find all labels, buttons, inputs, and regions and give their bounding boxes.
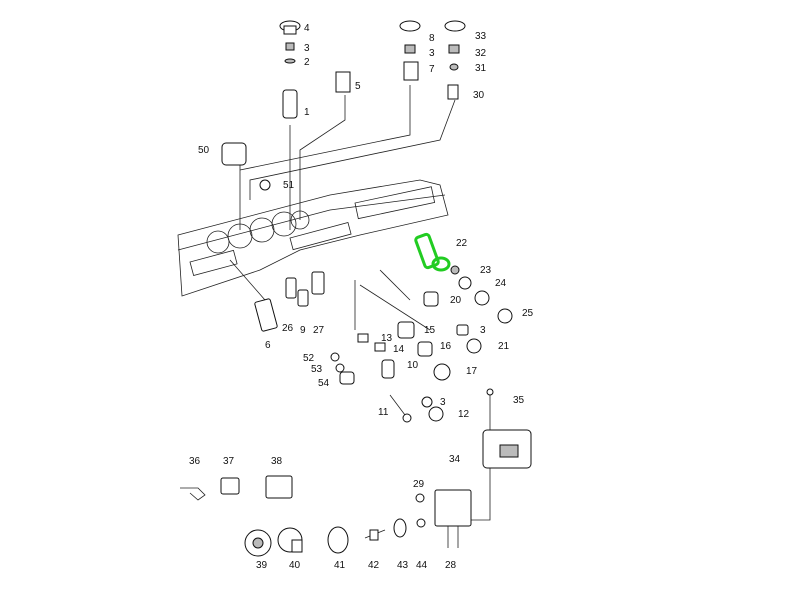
- callout-34: 34: [449, 454, 461, 465]
- callout-41: 41: [334, 560, 346, 571]
- callout-20: 20: [450, 295, 462, 306]
- callout-36: 36: [189, 456, 201, 467]
- callout-52: 52: [303, 353, 315, 364]
- callout-21: 21: [498, 341, 510, 352]
- callout-37: 37: [223, 456, 235, 467]
- callout-3b: 3: [429, 48, 435, 59]
- callout-2: 2: [304, 57, 310, 68]
- callout-3: 3: [304, 43, 310, 54]
- callout-8: 8: [429, 33, 435, 44]
- callout-28: 28: [445, 560, 457, 571]
- callout-1: 1: [304, 107, 310, 118]
- callout-44: 44: [416, 560, 428, 571]
- dashboard-outline: [177, 179, 449, 297]
- callout-22: 22: [456, 238, 468, 249]
- callout-25: 25: [522, 308, 534, 319]
- callout-3c: 3: [480, 325, 486, 336]
- callout-53: 53: [311, 364, 323, 375]
- callout-27: 27: [313, 325, 325, 336]
- callout-11: 11: [378, 407, 389, 418]
- callout-23: 23: [480, 265, 492, 276]
- callout-16: 16: [440, 341, 452, 352]
- callout-12: 12: [458, 409, 470, 420]
- callout-39: 39: [256, 560, 268, 571]
- callout-10: 10: [407, 360, 419, 371]
- callout-14: 14: [393, 344, 405, 355]
- highlighted-part-22: [414, 232, 440, 270]
- callout-4: 4: [304, 23, 310, 34]
- callout-labels: 4 3 2 1 5 8 3 7 33 32 31 30 50 51 22 23 …: [189, 23, 534, 571]
- callout-15: 15: [424, 325, 436, 336]
- callout-43: 43: [397, 560, 409, 571]
- callout-29: 29: [413, 479, 425, 490]
- callout-7: 7: [429, 64, 435, 75]
- parts: [180, 20, 532, 557]
- callout-31: 31: [475, 63, 487, 74]
- callout-30: 30: [473, 90, 485, 101]
- callout-17: 17: [466, 366, 478, 377]
- callout-42: 42: [368, 560, 380, 571]
- callout-5: 5: [355, 81, 361, 92]
- callout-38: 38: [271, 456, 283, 467]
- callout-51: 51: [283, 180, 295, 191]
- callout-35: 35: [513, 395, 525, 406]
- callout-50: 50: [198, 145, 210, 156]
- callout-33: 33: [475, 31, 487, 42]
- callout-54: 54: [318, 378, 330, 389]
- callout-26: 26: [282, 323, 294, 334]
- callout-13: 13: [381, 333, 393, 344]
- callout-9: 9: [300, 325, 306, 336]
- callout-6: 6: [265, 340, 271, 351]
- callout-3d: 3: [440, 397, 446, 408]
- callout-32: 32: [475, 48, 487, 59]
- callout-24: 24: [495, 278, 507, 289]
- callout-40: 40: [289, 560, 301, 571]
